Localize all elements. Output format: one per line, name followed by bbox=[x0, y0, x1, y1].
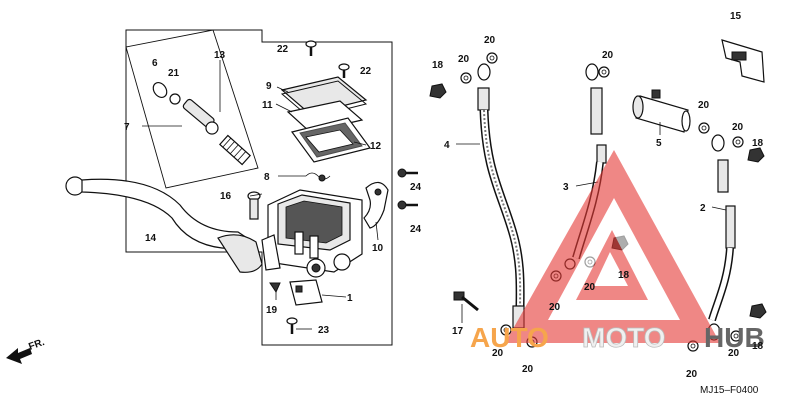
callout-20a: 20 bbox=[458, 54, 470, 65]
callout-22a: 22 bbox=[277, 44, 289, 55]
clip-8 bbox=[305, 172, 331, 180]
callout-6: 6 bbox=[152, 58, 158, 69]
callout-14: 14 bbox=[145, 233, 157, 244]
leader-lines bbox=[142, 60, 727, 330]
callout-20c: 20 bbox=[602, 50, 614, 61]
callout-13: 13 bbox=[214, 50, 226, 61]
reservoir-cap-stack bbox=[280, 76, 372, 163]
callout-11: 11 bbox=[262, 100, 273, 111]
screw-22b bbox=[338, 63, 350, 78]
callout-24a: 24 bbox=[410, 182, 422, 193]
callout-18c: 18 bbox=[618, 270, 630, 281]
bolt-19 bbox=[269, 282, 281, 294]
callout-3: 3 bbox=[563, 182, 569, 193]
callout-24b: 24 bbox=[410, 224, 422, 235]
callout-20g: 20 bbox=[549, 302, 561, 313]
bolt-17 bbox=[453, 291, 479, 312]
watermark-text-auto: AUTO bbox=[470, 322, 549, 353]
callout-17: 17 bbox=[452, 326, 464, 337]
bracket-15 bbox=[721, 39, 765, 83]
callout-20j: 20 bbox=[686, 369, 698, 380]
master-cylinder-body bbox=[261, 189, 363, 278]
seal-kit-outline bbox=[125, 29, 259, 189]
assembly-outline bbox=[125, 29, 393, 346]
callout-15: 15 bbox=[730, 11, 742, 22]
screw-24b bbox=[397, 200, 418, 210]
brake-switch bbox=[289, 279, 323, 306]
callout-7: 7 bbox=[124, 122, 130, 133]
callout-20h: 20 bbox=[492, 348, 504, 359]
hose-2 bbox=[707, 134, 736, 341]
hose-4 bbox=[477, 63, 525, 329]
piston-kit bbox=[152, 81, 252, 166]
callout-20e: 20 bbox=[732, 122, 744, 133]
callout-22b: 22 bbox=[360, 66, 372, 77]
callout-12: 12 bbox=[370, 141, 382, 152]
three-way-joint-5 bbox=[632, 89, 691, 133]
callout-20k: 20 bbox=[728, 348, 740, 359]
callout-16: 16 bbox=[220, 191, 232, 202]
callout-4: 4 bbox=[444, 140, 450, 151]
pivot-bolt-16 bbox=[247, 191, 261, 220]
callout-5: 5 bbox=[656, 138, 662, 149]
callout-18a: 18 bbox=[432, 60, 444, 71]
front-direction-label: FR. bbox=[27, 337, 46, 353]
watermark-text-hub: HUB bbox=[704, 322, 765, 353]
callout-20b: 20 bbox=[484, 35, 496, 46]
callout-9: 9 bbox=[266, 81, 272, 92]
bolt-18a bbox=[429, 83, 447, 99]
callout-18d: 18 bbox=[752, 341, 764, 352]
callout-20f: 20 bbox=[584, 282, 596, 293]
screw-24a bbox=[397, 168, 418, 178]
callout-23: 23 bbox=[318, 325, 330, 336]
callout-21: 21 bbox=[168, 68, 180, 79]
screw-23 bbox=[286, 317, 298, 334]
callout-20d: 20 bbox=[698, 100, 710, 111]
callout-19: 19 bbox=[266, 305, 278, 316]
front-direction-arrow: FR. bbox=[6, 337, 46, 364]
bolt-18d bbox=[749, 303, 767, 319]
holder-10 bbox=[363, 181, 389, 229]
screw-22a bbox=[305, 40, 317, 56]
watermark-logo bbox=[505, 150, 720, 343]
diagram-code: MJ15–F0400 bbox=[700, 385, 759, 396]
callout-2: 2 bbox=[700, 203, 706, 214]
callout-8: 8 bbox=[264, 172, 270, 183]
watermark-text-moto: MOTO bbox=[582, 322, 665, 353]
callout-10: 10 bbox=[372, 243, 384, 254]
callout-20i: 20 bbox=[522, 364, 534, 375]
callout-1: 1 bbox=[347, 293, 353, 304]
brake-lever bbox=[65, 176, 263, 273]
bolt-18b bbox=[747, 147, 765, 163]
callout-18b: 18 bbox=[752, 138, 764, 149]
